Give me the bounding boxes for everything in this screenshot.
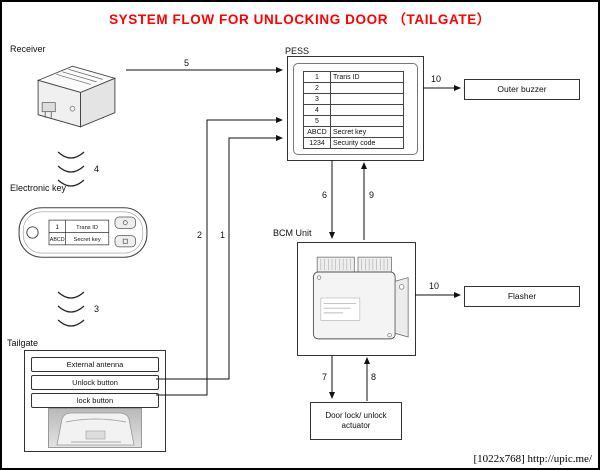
- flow-num-10-buzzer: 10: [431, 74, 442, 84]
- pess-table: 1 Trans ID 2 3 4 5 ABCD Secret key 1234 …: [303, 71, 404, 149]
- line-2-lock-to-pess: [156, 117, 283, 396]
- bcm-illustration: [312, 256, 409, 340]
- line-1-unlock-to-pess: [156, 135, 283, 380]
- table-row: 1 Trans ID: [303, 71, 404, 83]
- watermark-text: [1022x768] http://upic.me/: [473, 453, 592, 465]
- flow-num-1: 1: [220, 230, 226, 240]
- table-row: 2: [303, 82, 404, 94]
- flasher-box: Flasher: [464, 286, 580, 307]
- key-table-cell: 1: [56, 224, 60, 231]
- flow-num-2: 2: [197, 230, 203, 240]
- actuator-label-line2: actuator: [341, 421, 371, 430]
- table-row: 3: [303, 93, 404, 105]
- unlock-button-box: Unlock button: [31, 375, 159, 390]
- pess-label: PESS: [285, 46, 310, 56]
- radio-wave-upper-icon: [57, 151, 85, 187]
- flow-num-8: 8: [371, 372, 377, 382]
- flow-num-9: 9: [369, 190, 375, 200]
- key-table-cell: Trans ID: [76, 225, 98, 231]
- bcm-label: BCM Unit: [273, 228, 312, 238]
- receiver-label: Receiver: [10, 44, 46, 54]
- receiver-illustration: [36, 65, 117, 128]
- electronic-key-label: Electronic key: [10, 183, 67, 193]
- table-row: ABCD Secret key: [303, 126, 404, 138]
- table-row: 5: [303, 115, 404, 127]
- flow-num-5: 5: [184, 58, 190, 68]
- external-antenna-box: External antenna: [31, 357, 159, 372]
- outer-buzzer-box: Outer buzzer: [464, 79, 580, 100]
- key-table-cell: ABCD: [50, 237, 65, 243]
- flow-num-10-flasher: 10: [429, 281, 440, 291]
- flow-num-6: 6: [322, 190, 328, 200]
- flow-num-7: 7: [322, 372, 328, 382]
- key-table-cell: Secret key: [73, 237, 100, 243]
- electronic-key-illustration: 1 Trans ID ABCD Secret key: [18, 207, 148, 258]
- flow-num-4: 4: [94, 164, 100, 174]
- actuator-box: Door lock/ unlock actuator: [310, 402, 402, 440]
- tailgate-box: External antenna Unlock button lock butt…: [24, 350, 166, 452]
- tailgate-label: Tailgate: [7, 338, 39, 348]
- tailgate-photo: [48, 408, 142, 448]
- table-row: 4: [303, 104, 404, 116]
- lock-button-box: lock button: [31, 393, 159, 408]
- page-title: SYSTEM FLOW FOR UNLOCKING DOOR （TAILGATE…: [109, 12, 491, 27]
- actuator-label-line1: Door lock/ unlock: [325, 411, 387, 420]
- radio-wave-lower-icon: [57, 291, 85, 327]
- flow-num-3: 3: [94, 304, 100, 314]
- table-row: 1234 Security code: [303, 137, 404, 149]
